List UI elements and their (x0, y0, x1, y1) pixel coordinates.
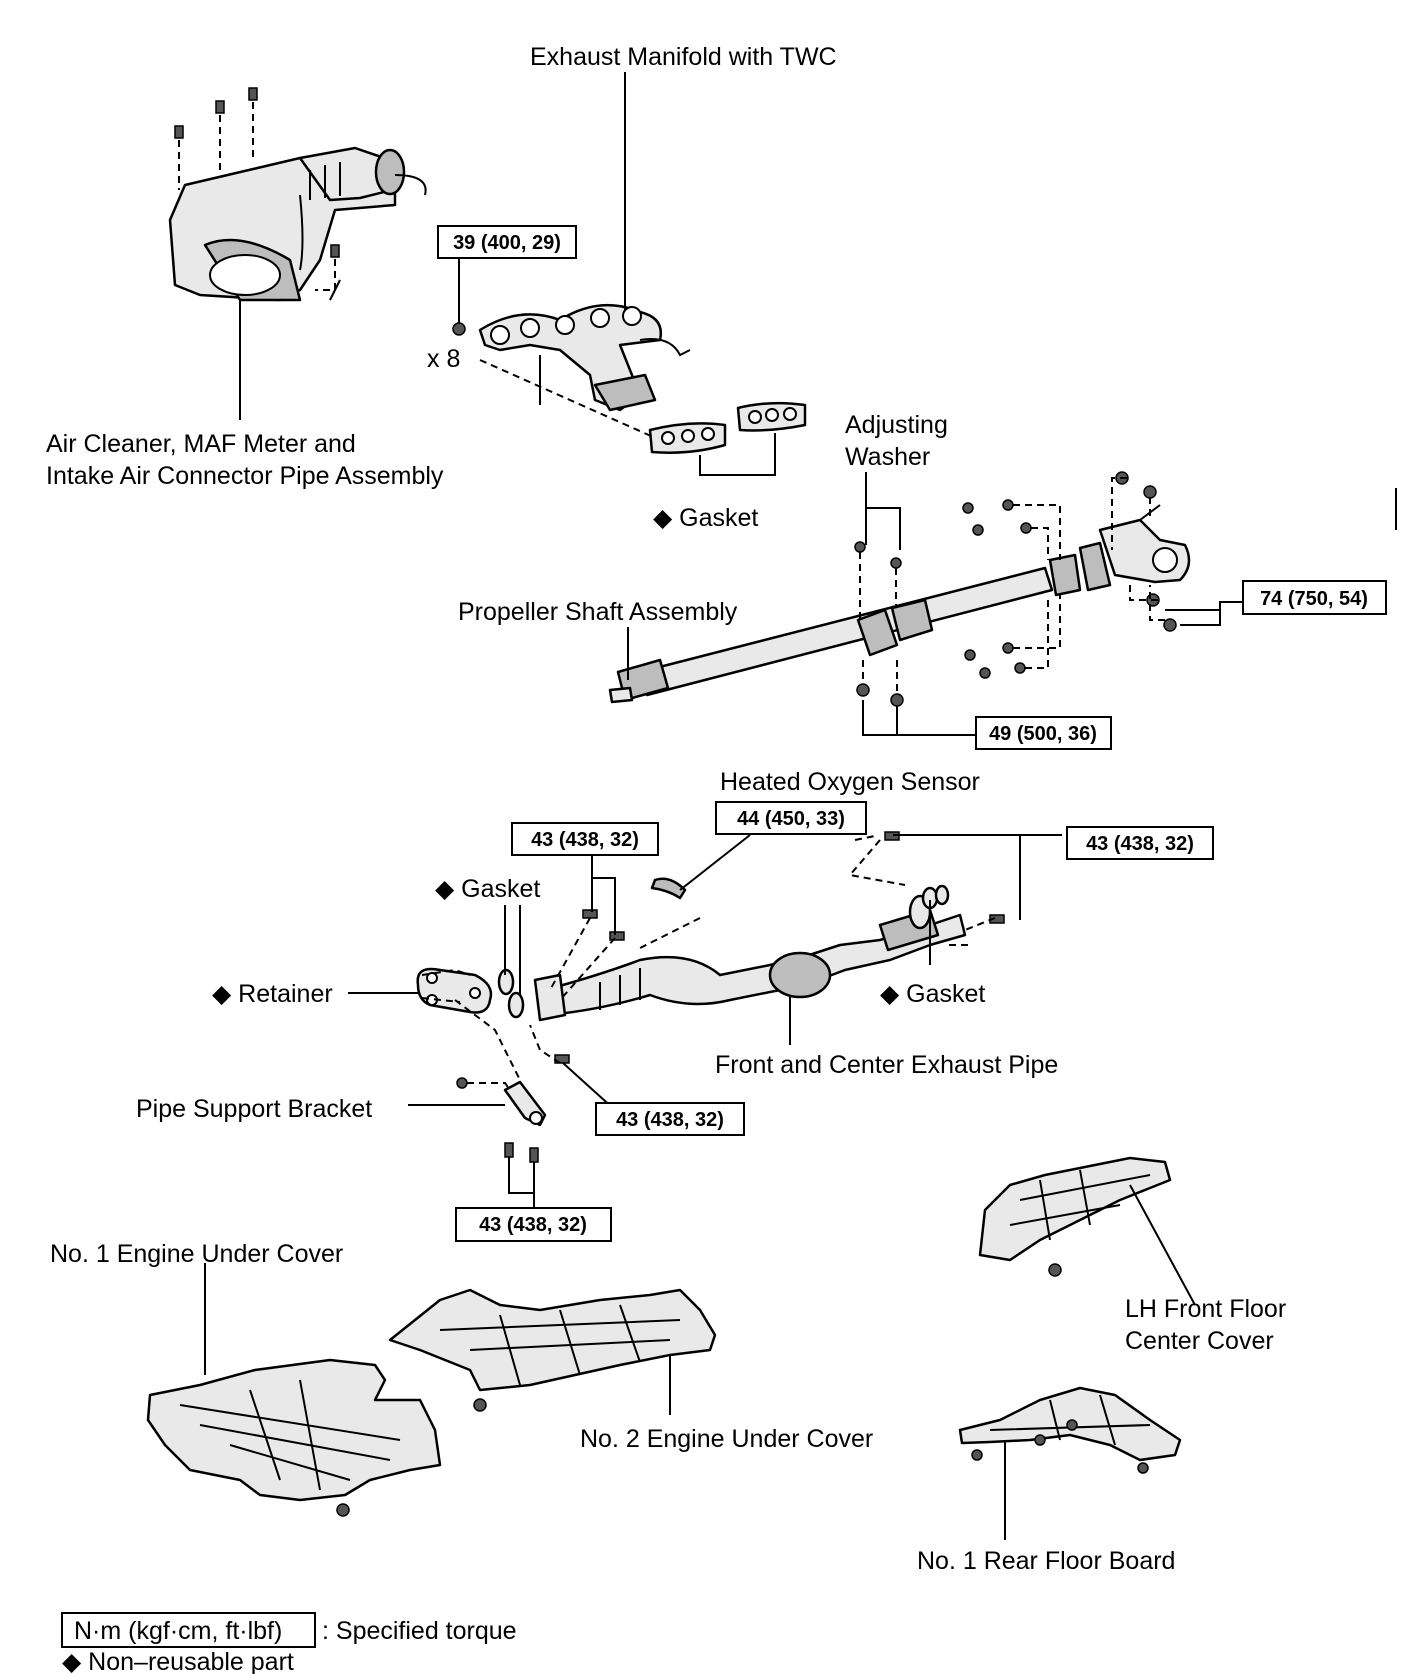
leader-pipe-front-upper (591, 855, 616, 935)
bracket-dashed-guides (467, 1082, 511, 1091)
label-retainer: ◆ Retainer (212, 980, 333, 1008)
no1-engine-under-cover-drawing (146, 1358, 442, 1517)
label-gasket-mid-left: ◆ Gasket (435, 875, 540, 903)
legend: N·m (kgf·cm, ft·lbf) : Specified torque … (61, 1612, 517, 1674)
exhaust-manifold-drawing (478, 303, 691, 412)
torque-box-pipe-rear: 43 (438, 32) (1066, 826, 1214, 860)
svg-text:43 (438, 32): 43 (438, 32) (1086, 833, 1194, 855)
label-air-cleaner-2: Intake Air Connector Pipe Assembly (46, 462, 444, 490)
leader-shaft-flange-torque (1165, 601, 1248, 626)
air-cleaner-assembly-drawing (168, 87, 427, 302)
shaft-bolts (854, 471, 1177, 707)
manifold-nut (452, 322, 466, 336)
torque-box-oxygen-sensor: 44 (450, 33) (715, 801, 867, 835)
exhaust-gaskets (497, 884, 950, 1019)
svg-text:49 (500, 36): 49 (500, 36) (989, 723, 1097, 745)
svg-text:43 (438, 32): 43 (438, 32) (479, 1214, 587, 1236)
legend-unit-box (61, 1612, 316, 1648)
label-no1-rear-floor-board: No. 1 Rear Floor Board (917, 1547, 1175, 1575)
torque-box-pipe-front-upper: 43 (438, 32) (511, 822, 659, 856)
torque-box-manifold: 39 (400, 29) (437, 225, 577, 259)
legend-nonreusable: ◆ Non–reusable part (62, 1648, 294, 1674)
heated-oxygen-sensor-drawing (650, 877, 687, 900)
propeller-shaft-drawing (608, 504, 1191, 704)
lh-front-floor-center-cover-drawing (978, 1156, 1172, 1277)
torque-box-shaft-center: 49 (500, 36) (975, 716, 1112, 750)
exhaust-bolts (554, 831, 1005, 1064)
label-exhaust-manifold: Exhaust Manifold with TWC (530, 43, 837, 71)
torque-box-pipe-front-lower: 43 (438, 32) (595, 1102, 745, 1136)
leader-pipe-rear (893, 834, 1062, 920)
label-gasket-top: ◆ Gasket (653, 504, 758, 532)
no1-rear-floor-board-drawing (958, 1386, 1182, 1474)
label-heated-oxygen-sensor: Heated Oxygen Sensor (720, 768, 980, 796)
label-lh-front-2: Center Cover (1125, 1327, 1274, 1355)
retainer-drawing (416, 967, 493, 1014)
manifold-dashed-guide (479, 359, 661, 441)
torque-box-shaft-flange: 74 (750, 54) (1242, 580, 1387, 615)
leader-gasket-top (699, 433, 776, 476)
svg-text:74 (750, 54): 74 (750, 54) (1260, 588, 1368, 610)
label-propeller-shaft: Propeller Shaft Assembly (458, 598, 738, 626)
leader-adjusting-washer (865, 472, 901, 550)
front-center-exhaust-pipe-drawing (533, 894, 967, 1022)
svg-text:43 (438, 32): 43 (438, 32) (531, 829, 639, 851)
label-no1-engine-under-cover: No. 1 Engine Under Cover (50, 1240, 343, 1268)
label-front-center-exhaust: Front and Center Exhaust Pipe (715, 1051, 1058, 1079)
manifold-gasket-2 (736, 401, 807, 432)
svg-text:44 (450, 33): 44 (450, 33) (737, 808, 845, 830)
leader-oxygen-sensor (679, 834, 751, 891)
label-gasket-mid-right: ◆ Gasket (880, 980, 985, 1008)
svg-text:43 (438, 32): 43 (438, 32) (616, 1109, 724, 1131)
leader-shaft-center-torque (862, 700, 976, 736)
torque-box-bracket: 43 (438, 32) (455, 1207, 612, 1242)
leader-lh-front-floor (1129, 1184, 1196, 1306)
no2-engine-under-cover-drawing (388, 1288, 717, 1412)
label-no2-engine-under-cover: No. 2 Engine Under Cover (580, 1425, 873, 1453)
label-adjusting-1: Adjusting (845, 411, 948, 439)
pipe-support-bracket-drawing (503, 1080, 547, 1127)
label-adjusting-2: Washer (845, 443, 930, 471)
label-x8: x 8 (427, 345, 460, 373)
legend-specified-torque: : Specified torque (322, 1617, 517, 1645)
label-air-cleaner-1: Air Cleaner, MAF Meter and (46, 430, 356, 458)
svg-text:39 (400, 29): 39 (400, 29) (453, 232, 561, 254)
leader-gasket-mid-left (504, 905, 521, 995)
manifold-gasket-1 (648, 422, 727, 454)
shaft-dashed-guides (859, 477, 1165, 694)
label-lh-front-1: LH Front Floor (1125, 1295, 1286, 1323)
legend-unit-text: N·m (kgf·cm, ft·lbf) (74, 1617, 282, 1645)
label-pipe-support-bracket: Pipe Support Bracket (136, 1095, 372, 1123)
exhaust-dashed-guides (421, 835, 996, 1081)
